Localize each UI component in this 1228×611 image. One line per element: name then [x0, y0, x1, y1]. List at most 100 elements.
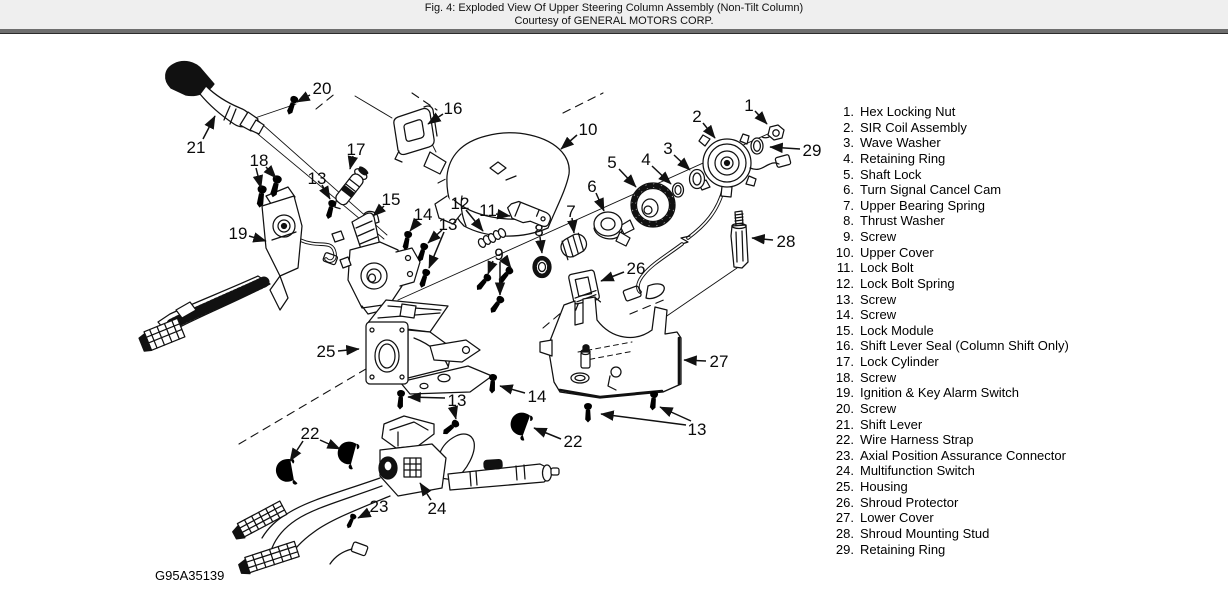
part-number: 8.	[843, 213, 854, 229]
callout-arrow	[651, 165, 672, 185]
parts-list-item: 21. Shift Lever	[826, 417, 1216, 433]
callout-arrow	[673, 154, 691, 171]
part-name: Upper Cover	[860, 244, 934, 260]
callout-label: 26	[627, 259, 646, 278]
callout-arrow	[560, 134, 578, 150]
callout-label: 10	[579, 120, 598, 139]
part-number: 16.	[835, 338, 854, 354]
part-name: Wire Harness Strap	[860, 432, 974, 448]
part-number: 21.	[835, 416, 854, 432]
callout-label: 24	[428, 499, 447, 518]
hex-nut-drawing	[761, 124, 785, 141]
part-name: Shift Lever	[860, 416, 923, 432]
parts-list-item: 8. Thrust Washer	[826, 213, 1216, 229]
part-number: 18.	[835, 369, 854, 385]
parts-list-item: 11.Lock Bolt	[826, 260, 1216, 276]
callout-arrow	[248, 232, 267, 243]
callout-arrow	[319, 184, 331, 200]
callout-arrow	[409, 217, 423, 232]
part-name: Ignition & Key Alarm Switch	[860, 385, 1019, 401]
figure-title: Fig. 4: Exploded View Of Upper Steering …	[424, 2, 804, 14]
parts-list-item: 7.Upper Bearing Spring	[826, 198, 1216, 214]
part-name: Hex Locking Nut	[860, 104, 956, 119]
part-name: SIR Coil Assembly	[860, 119, 967, 135]
parts-list-item: 13.Screw	[826, 292, 1216, 308]
part-number: 23.	[835, 447, 854, 463]
callout-label: 13	[308, 169, 327, 188]
part-name: Shroud Protector	[860, 494, 959, 510]
parts-list-item: 17.Lock Cylinder	[826, 354, 1216, 370]
shroud-stud-drawing	[730, 210, 749, 269]
callout-arrow	[419, 482, 432, 501]
callout-arrow	[618, 168, 637, 188]
callout-arrow	[567, 217, 578, 234]
callout-arrow	[499, 254, 512, 269]
parts-list-item: 18.Screw	[826, 370, 1216, 386]
construction-lines	[238, 91, 738, 445]
callout-label: 25	[317, 342, 336, 361]
ignition-switch-drawing	[261, 186, 339, 311]
lock-bolt-drawing	[506, 200, 552, 228]
callout-label: 12	[451, 194, 470, 213]
callout-arrow	[357, 507, 372, 519]
lower-cover-drawing	[539, 296, 682, 399]
callout-label: 14	[528, 387, 547, 406]
callout-arrow	[533, 427, 562, 440]
callout-arrow	[407, 392, 446, 403]
callout-arrow	[296, 91, 311, 103]
callout-arrow	[594, 192, 605, 212]
wave-washer-drawing	[688, 168, 706, 190]
part-name: Axial Position Assurance Connector	[860, 447, 1066, 463]
callout-arrow	[428, 231, 445, 269]
wiring-harness-drawing	[138, 275, 271, 352]
part-number: 17.	[835, 354, 854, 369]
parts-list-item: 4.Retaining Ring	[826, 151, 1216, 167]
parts-list-item: 9.Screw	[826, 229, 1216, 245]
lock-module-drawing	[331, 210, 421, 315]
parts-list-item: 23. Axial Position Assurance Connector	[826, 448, 1216, 464]
sir-coil-drawing	[622, 133, 792, 302]
part-number: 3.	[843, 135, 854, 151]
callout-label: 4	[641, 150, 650, 169]
callout-label: 22	[564, 432, 583, 451]
callout-label: 17	[347, 140, 366, 159]
parts-list-item: 6.Turn Signal Cancel Cam	[826, 182, 1216, 198]
part-number: 2.	[843, 119, 854, 135]
part-number: 10.	[835, 244, 854, 260]
callout-label: 6	[587, 177, 596, 196]
cancel-cam-drawing	[593, 211, 631, 247]
callout-label: 15	[382, 190, 401, 209]
callout-label: 11	[479, 201, 497, 220]
part-number: 19.	[835, 385, 854, 401]
part-number: 22.	[835, 432, 854, 448]
part-number: 5.	[843, 166, 854, 182]
callout-label: 13	[688, 420, 707, 439]
callout-arrow	[289, 440, 304, 462]
callout-arrow	[659, 406, 692, 422]
part-name: Thrust Washer	[860, 213, 945, 229]
callout-label: 2	[692, 107, 701, 126]
part-name: Multifunction Switch	[860, 463, 975, 479]
callout-arrow	[447, 405, 459, 420]
callout-arrow	[769, 142, 801, 154]
parts-list-item: 12.Lock Bolt Spring	[826, 276, 1216, 292]
parts-list-item: 16. Shift Lever Seal (Column Shift Only)	[826, 338, 1216, 354]
part-number: 7.	[843, 197, 854, 213]
part-name: Retaining Ring	[860, 541, 946, 557]
part-number: 1.	[843, 104, 854, 119]
callout-label: 3	[663, 139, 672, 158]
callout-label: 22	[301, 424, 320, 443]
shift-lever-seal-drawing	[393, 105, 447, 175]
callout-label: 29	[803, 141, 822, 160]
part-name: Shift Lever Seal (Column Shift Only)	[860, 338, 1069, 354]
parts-list-item: 24.Multifunction Switch	[826, 463, 1216, 479]
caption-separator	[0, 29, 1228, 34]
parts-list-item: 5.Shaft Lock	[826, 167, 1216, 183]
parts-list-item: 26.Shroud Protector	[826, 495, 1216, 511]
callout-arrow	[600, 410, 687, 426]
retaining-ring-4-drawing	[671, 182, 685, 198]
